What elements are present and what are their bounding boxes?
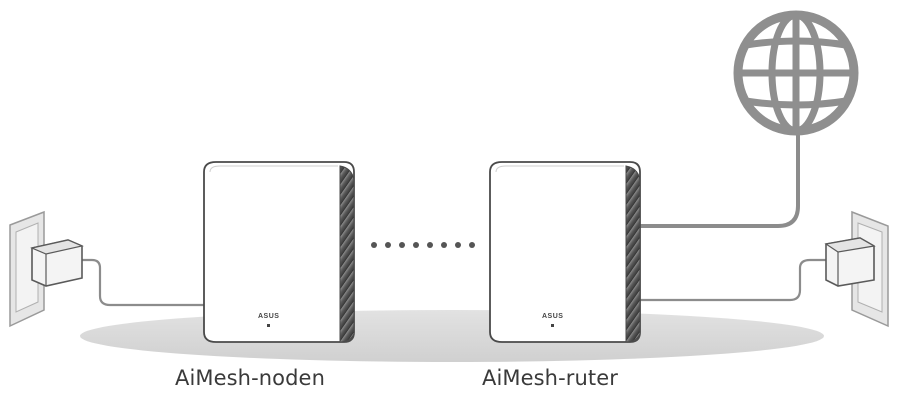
wireless-dotted-link — [371, 242, 475, 248]
power-adapter-icon — [30, 239, 84, 287]
asus-logo: ASUS — [542, 313, 563, 320]
wan-cable — [640, 134, 800, 228]
aimesh-node-device: ASUS — [203, 161, 355, 343]
floor-shadow — [80, 310, 824, 362]
asus-logo: ASUS — [258, 313, 279, 320]
status-led — [551, 324, 554, 327]
left-power-cable — [82, 258, 210, 307]
right-power-cable — [640, 258, 826, 302]
aimesh-router-label: AiMesh-ruter — [482, 366, 618, 390]
power-adapter-icon — [824, 237, 876, 287]
aimesh-node-label: AiMesh-noden — [175, 366, 325, 390]
aimesh-router-device: ASUS — [489, 161, 641, 343]
status-led — [267, 324, 270, 327]
wall-outlet-icon — [9, 210, 45, 328]
globe-icon — [733, 10, 859, 136]
